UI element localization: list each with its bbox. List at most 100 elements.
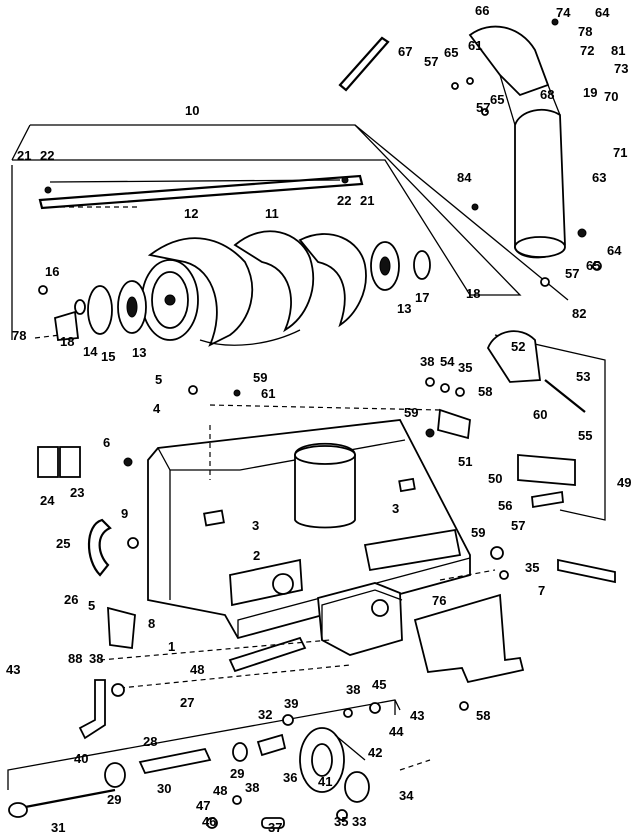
skid-plate [413, 593, 525, 684]
part-label-p8: 8 [148, 616, 155, 631]
auger-spiral [141, 230, 367, 347]
part-label-p57d: 57 [511, 518, 525, 533]
part-label-p73: 73 [614, 61, 628, 76]
part-label-p39: 39 [284, 696, 298, 711]
part-label-p18b: 18 [60, 334, 74, 349]
part-label-p65b: 65 [490, 92, 504, 107]
part-label-p38d: 38 [245, 780, 259, 795]
part-label-p84: 84 [457, 170, 472, 185]
part-label-p65a: 65 [444, 45, 458, 60]
part-label-p40: 40 [74, 751, 88, 766]
part-label-p78a: 78 [578, 24, 592, 39]
part-label-p81a: 81 [611, 43, 625, 58]
part-label-p9: 9 [121, 506, 128, 521]
part-label-p2: 2 [253, 548, 260, 563]
part-label-p27: 27 [180, 695, 194, 710]
part-label-p51: 51 [458, 454, 472, 469]
assembly-dash-lines [34, 206, 496, 771]
part-label-p29b: 29 [107, 792, 121, 807]
part-label-p63: 63 [592, 170, 606, 185]
part-label-p10: 10 [185, 103, 199, 118]
part-label-p28: 28 [143, 734, 157, 749]
part-label-p47: 47 [196, 798, 210, 813]
part-label-p37: 37 [268, 820, 282, 835]
part-label-p33: 33 [352, 814, 366, 829]
part-label-p57b: 57 [476, 100, 490, 115]
part-label-p17: 17 [415, 290, 429, 305]
part-label-p57c: 57 [565, 266, 579, 281]
part-label-p65c: 65 [586, 258, 600, 273]
part-label-p42: 42 [368, 745, 382, 760]
part-label-p26: 26 [64, 592, 78, 607]
part-label-p58a: 58 [478, 384, 492, 399]
part-label-p6: 6 [103, 435, 110, 450]
part-label-p52: 52 [511, 339, 525, 354]
part-label-p5b: 5 [88, 598, 95, 613]
part-label-p21a: 21 [17, 148, 31, 163]
part-label-p31: 31 [51, 820, 65, 835]
part-label-p13b: 13 [132, 345, 146, 360]
part-label-p38b: 38 [89, 651, 103, 666]
part-label-p50: 50 [488, 471, 502, 486]
part-label-p15: 15 [101, 349, 115, 364]
part-label-p4: 4 [153, 401, 161, 416]
part-label-p5a: 5 [155, 372, 162, 387]
part-label-p48: 48 [190, 662, 204, 677]
part-label-p56: 56 [498, 498, 512, 513]
part-label-p53: 53 [576, 369, 590, 384]
part-label-p29a: 29 [230, 766, 244, 781]
part-label-p88: 88 [68, 651, 82, 666]
left-bearing-assembly [54, 280, 147, 341]
shave-plate [228, 636, 307, 673]
part-label-p35c: 35 [334, 814, 348, 829]
part-label-p64b: 64 [607, 243, 622, 258]
part-label-p38c: 38 [346, 682, 360, 697]
part-label-p36: 36 [283, 770, 297, 785]
main-housing [147, 419, 471, 640]
part-label-p71: 71 [613, 145, 627, 160]
part-label-p44: 44 [389, 724, 404, 739]
auger-frame-outline [11, 124, 569, 340]
part-label-p45: 45 [372, 677, 386, 692]
part-label-p55: 55 [578, 428, 592, 443]
part-label-p12: 12 [184, 206, 198, 221]
part-label-p3a: 3 [252, 518, 259, 533]
part-label-p70: 70 [604, 89, 618, 104]
part-label-p23: 23 [70, 485, 84, 500]
part-label-p38a: 38 [420, 354, 434, 369]
part-label-p46: 46 [202, 814, 216, 829]
part-label-p48b: 48 [213, 783, 227, 798]
part-label-p61b: 61 [261, 386, 275, 401]
part-label-p59b: 59 [404, 405, 418, 420]
part-label-p18a: 18 [466, 286, 480, 301]
part-label-p82: 82 [572, 306, 586, 321]
part-label-p34: 34 [399, 788, 414, 803]
drive-assembly [7, 699, 401, 829]
part-label-p1: 1 [168, 639, 175, 654]
part-label-p59c: 59 [471, 525, 485, 540]
right-bearing-assembly [370, 241, 431, 291]
part-label-p67: 67 [398, 44, 412, 59]
part-label-p76: 76 [432, 593, 446, 608]
discharge-chute [468, 25, 566, 259]
part-label-p13a: 13 [397, 301, 411, 316]
part-label-p24: 24 [40, 493, 55, 508]
part-label-p25: 25 [56, 536, 70, 551]
part-label-p35b: 35 [525, 560, 539, 575]
part-label-p58b: 58 [476, 708, 490, 723]
part-label-p57a: 57 [424, 54, 438, 69]
part-label-p16: 16 [45, 264, 59, 279]
part-label-p72: 72 [580, 43, 594, 58]
part-label-p54: 54 [440, 354, 455, 369]
part-label-p3b: 3 [392, 501, 399, 516]
part-label-p21b: 21 [360, 193, 374, 208]
outlet-support-box [317, 582, 403, 656]
part-label-p32: 32 [258, 707, 272, 722]
part-label-p22b: 22 [337, 193, 351, 208]
part-label-p78b: 78 [12, 328, 26, 343]
part-label-p30: 30 [157, 781, 171, 796]
part-label-p49: 49 [617, 475, 631, 490]
